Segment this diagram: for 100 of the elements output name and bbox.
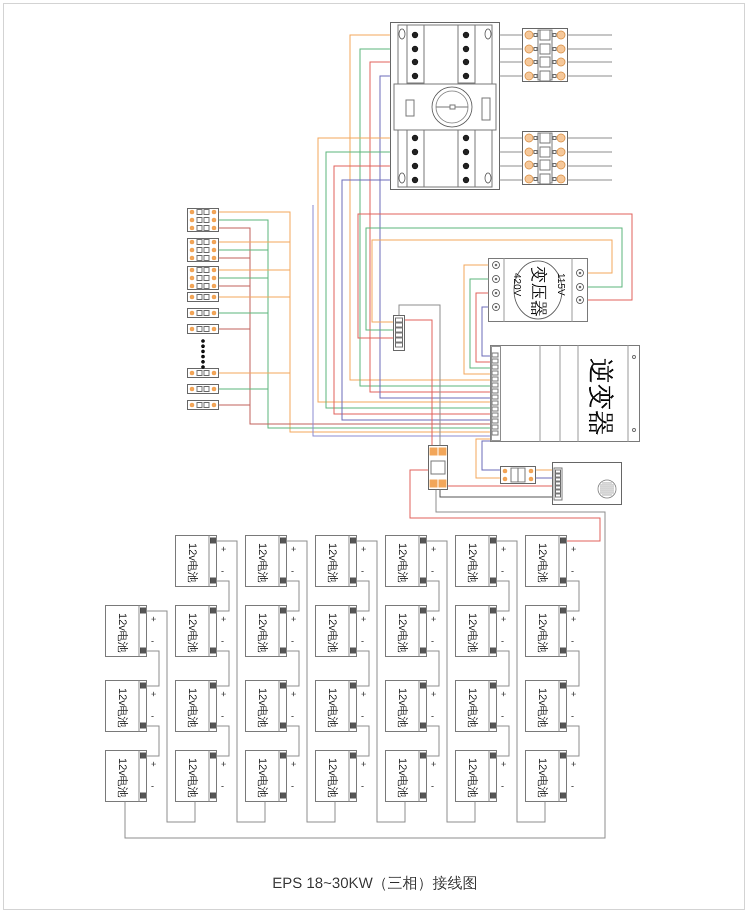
polarity-label: + xyxy=(221,615,226,624)
wire xyxy=(358,214,632,338)
polarity-label: + xyxy=(291,545,296,554)
polarity-label: - xyxy=(571,782,574,791)
polarity-label: - xyxy=(501,782,504,791)
battery-box xyxy=(455,750,497,802)
wire xyxy=(566,580,580,612)
wire xyxy=(476,292,490,362)
battery-box xyxy=(315,605,357,657)
battery-box xyxy=(245,750,287,802)
battery-label: 12v电池 xyxy=(536,688,547,728)
circuit-breaker-drawing xyxy=(187,208,219,232)
wire xyxy=(124,490,606,838)
battery-label: 12v电池 xyxy=(116,688,127,728)
wire xyxy=(496,726,510,756)
circuit-breaker-drawing xyxy=(187,308,219,318)
transformer-label: 变压器 xyxy=(530,266,547,317)
wire xyxy=(218,404,490,424)
polarity-label: + xyxy=(221,545,226,554)
polarity-label: - xyxy=(151,782,154,791)
battery-box xyxy=(525,680,567,732)
battery-label: 12v电池 xyxy=(116,758,127,798)
battery-box xyxy=(175,535,217,587)
wire xyxy=(426,650,440,686)
circuit-breaker-drawing xyxy=(187,400,219,410)
polarity-label: - xyxy=(221,637,224,646)
battery-label: 12v电池 xyxy=(466,613,477,653)
battery-box xyxy=(105,605,147,657)
wire xyxy=(500,48,522,50)
battery-label: 12v电池 xyxy=(256,688,267,728)
polarity-label: + xyxy=(501,545,506,554)
wire xyxy=(216,650,230,686)
wire xyxy=(496,650,510,686)
polarity-label: - xyxy=(361,567,364,576)
battery-label: 12v电池 xyxy=(536,543,547,583)
battery-box xyxy=(245,680,287,732)
battery-box xyxy=(455,605,497,657)
battery-box xyxy=(525,605,567,657)
wire xyxy=(356,650,370,686)
battery-box xyxy=(315,750,357,802)
wire xyxy=(410,470,600,542)
battery-box xyxy=(175,605,217,657)
battery-label: 12v电池 xyxy=(256,758,267,798)
battery-label: 12v电池 xyxy=(186,613,197,653)
polarity-label: + xyxy=(151,690,156,699)
wire xyxy=(426,580,440,612)
polarity-label: - xyxy=(571,637,574,646)
battery-label: 12v电池 xyxy=(326,758,337,798)
wire xyxy=(286,650,300,686)
wire xyxy=(218,372,490,432)
voltage-label: 420V xyxy=(511,273,521,296)
battery-box xyxy=(245,535,287,587)
battery-label: 12v电池 xyxy=(536,758,547,798)
wire xyxy=(566,726,580,756)
battery-box xyxy=(175,750,217,802)
charger-module-drawing xyxy=(552,462,622,505)
wire xyxy=(372,240,612,322)
polarity-label: - xyxy=(431,782,434,791)
battery-label: 12v电池 xyxy=(186,758,197,798)
caption: EPS 18~30KW（三相）接线图 xyxy=(271,874,479,893)
polarity-label: + xyxy=(501,690,506,699)
circuit-breaker-drawing xyxy=(522,131,568,185)
wire xyxy=(366,228,622,330)
polarity-label: - xyxy=(221,712,224,721)
wire xyxy=(496,580,510,612)
polarity-label: + xyxy=(361,690,366,699)
inverter-label: 逆变器 xyxy=(588,358,614,436)
battery-box xyxy=(175,680,217,732)
polarity-label: - xyxy=(571,712,574,721)
battery-label: 12v电池 xyxy=(396,613,407,653)
wire xyxy=(356,540,406,822)
battery-box xyxy=(385,680,427,732)
wire xyxy=(426,540,476,822)
battery-box xyxy=(525,535,567,587)
polarity-label: + xyxy=(501,760,506,769)
transfer-switch-drawing xyxy=(390,22,500,190)
polarity-label: + xyxy=(571,690,576,699)
circuit-breaker-drawing xyxy=(187,292,219,302)
polarity-label: + xyxy=(361,760,366,769)
battery-label: 12v电池 xyxy=(466,758,477,798)
battery-label: 12v电池 xyxy=(186,688,197,728)
polarity-label: - xyxy=(291,567,294,576)
polarity-label: + xyxy=(291,760,296,769)
wire xyxy=(356,580,370,612)
battery-box xyxy=(525,750,567,802)
wire xyxy=(286,580,300,612)
circuit-breaker-drawing xyxy=(187,324,219,334)
polarity-label: - xyxy=(221,567,224,576)
fuse-holder-drawing xyxy=(428,445,448,490)
wire xyxy=(496,540,546,822)
polarity-label: + xyxy=(431,615,436,624)
polarity-label: - xyxy=(361,712,364,721)
wire xyxy=(398,304,440,446)
circuit-breaker-drawing xyxy=(187,368,219,378)
polarity-label: + xyxy=(151,760,156,769)
polarity-label: - xyxy=(151,637,154,646)
polarity-label: + xyxy=(221,690,226,699)
wire xyxy=(216,726,230,756)
circuit-breaker-drawing xyxy=(187,238,219,262)
polarity-label: - xyxy=(361,782,364,791)
